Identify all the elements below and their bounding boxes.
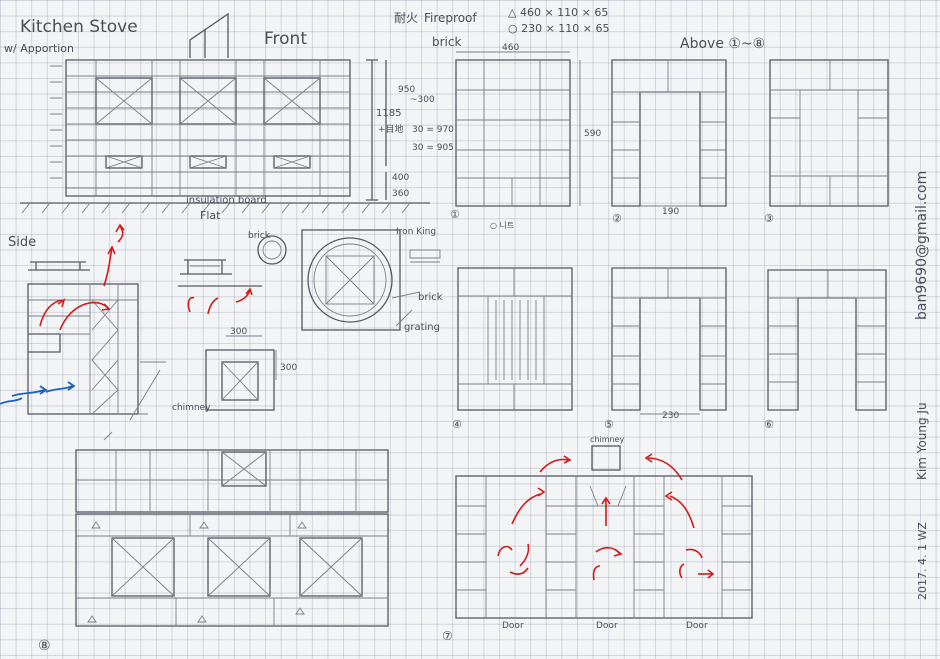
plan-4	[457, 267, 573, 411]
front-dim-3: +目地	[378, 123, 404, 135]
front-label: Front	[264, 29, 307, 49]
plan1-width: 460	[502, 43, 519, 53]
plan-7	[455, 445, 753, 619]
chimney-plan	[205, 335, 277, 411]
insulation-label: insulation board	[186, 195, 267, 206]
pan-detail	[178, 235, 287, 315]
door-label-1: Door	[502, 621, 524, 631]
author-name: Kim Young Ju	[915, 402, 929, 480]
plan-number-7: ⑦	[442, 629, 453, 643]
front-dim-1: 950	[398, 85, 415, 95]
legend-heading: Fireproof	[424, 11, 477, 25]
plan2-gap: 190	[662, 207, 679, 217]
grating-label: grating	[404, 322, 440, 333]
plan5-gap: 230	[662, 411, 679, 421]
plan-number-8: ⑧	[38, 638, 51, 654]
plan-6	[767, 269, 887, 411]
plan-1	[455, 51, 581, 207]
plan-number-4: ④	[452, 418, 462, 431]
iron-king-label: Iron King	[396, 227, 436, 237]
door-label-2: Door	[596, 621, 618, 631]
legend-korean: 耐火	[394, 11, 418, 25]
plan-number-3: ③	[764, 212, 774, 225]
front-dim-5: 30 = 905	[412, 143, 454, 153]
plan-3	[769, 59, 889, 207]
title-line2: w/ Apportion	[4, 42, 74, 55]
plan-8-large	[75, 431, 389, 627]
title-line1: Kitchen Stove	[20, 17, 138, 37]
plan-7-airflow-arrows	[497, 453, 715, 581]
front-dim-1b: ~300	[410, 95, 435, 105]
plan-5	[611, 267, 727, 415]
side-section	[27, 261, 166, 421]
legend-item1: △ 460 × 110 × 65	[508, 6, 608, 19]
door-label-3: Door	[686, 621, 708, 631]
chimney-dim-w: 300	[230, 327, 247, 337]
plan-number-6: ⑥	[764, 418, 774, 431]
author-date: 2017. 4. 1 WZ	[916, 522, 929, 600]
above-label: Above ①~⑧	[680, 36, 765, 52]
legend-heading2: brick	[432, 35, 461, 49]
plan-2	[611, 59, 727, 207]
flat-label: Flat	[200, 209, 221, 222]
side-airflow-arrows	[0, 223, 125, 405]
grill-top-view	[301, 229, 441, 331]
front-elevation	[20, 59, 430, 214]
chimney-top-label: chimney	[590, 435, 624, 444]
front-dim-4: 30 = 970	[412, 125, 454, 135]
plan-number-1: ①	[450, 208, 460, 221]
author-email: ban9690@gmail.com	[914, 171, 930, 320]
side-label: Side	[8, 235, 36, 250]
front-dim-2: 1185	[376, 108, 401, 119]
chimney-label: chimney	[172, 403, 211, 413]
plan1-note: ○ 니트	[490, 220, 514, 230]
plan-number-5: ⑤	[604, 418, 614, 431]
front-dim-6: 400	[392, 173, 409, 183]
chimney-top-front	[189, 12, 229, 58]
plan-number-2: ②	[612, 212, 622, 225]
legend-item2: ○ 230 × 110 × 65	[508, 22, 610, 35]
brick-label-small: brick	[248, 231, 271, 241]
chimney-dim-h: 300	[280, 363, 297, 373]
brick-label-grill: brick	[418, 292, 443, 303]
front-dim-7: 360	[392, 189, 409, 199]
plan1-height: 590	[584, 129, 601, 139]
